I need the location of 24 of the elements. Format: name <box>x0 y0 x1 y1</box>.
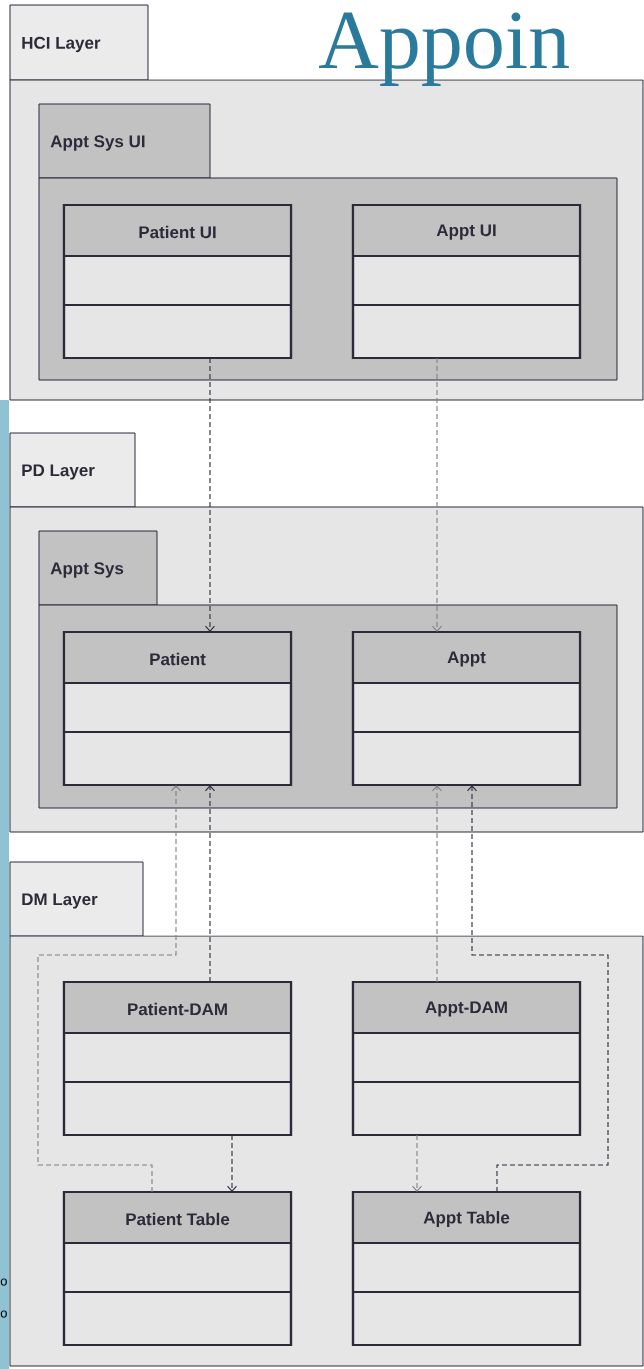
dependency-arrow <box>431 785 443 983</box>
text-fragment: o <box>0 1278 7 1286</box>
class-box: Appt UI <box>351 203 582 360</box>
class-box: Patient UI <box>62 203 293 360</box>
class-box: Appt <box>351 630 582 787</box>
dependency-arrow <box>466 785 609 1193</box>
text-fragment: o <box>0 1310 7 1318</box>
dependency-arrow <box>204 785 216 983</box>
class-box: Patient <box>62 630 293 787</box>
node-label: Appt Sys UI <box>50 135 145 151</box>
node-label: Appt Sys <box>50 562 124 578</box>
dependency-arrow <box>431 357 443 632</box>
class-box: Appt Table <box>351 1190 582 1347</box>
dependency-arrow <box>204 357 216 632</box>
node-label: DM Layer <box>22 893 98 909</box>
dependency-arrow <box>226 1134 238 1192</box>
node-label: HCI Layer <box>22 36 101 53</box>
class-box: Patient Table <box>62 1190 293 1347</box>
class-box: Patient-DAM <box>62 980 293 1137</box>
class-box: Appt-DAM <box>351 980 582 1137</box>
dependency-arrow <box>411 1134 423 1192</box>
node-label: PD Layer <box>22 464 95 480</box>
slide-title: Appoin <box>319 12 569 86</box>
dependency-arrow <box>37 785 182 1193</box>
